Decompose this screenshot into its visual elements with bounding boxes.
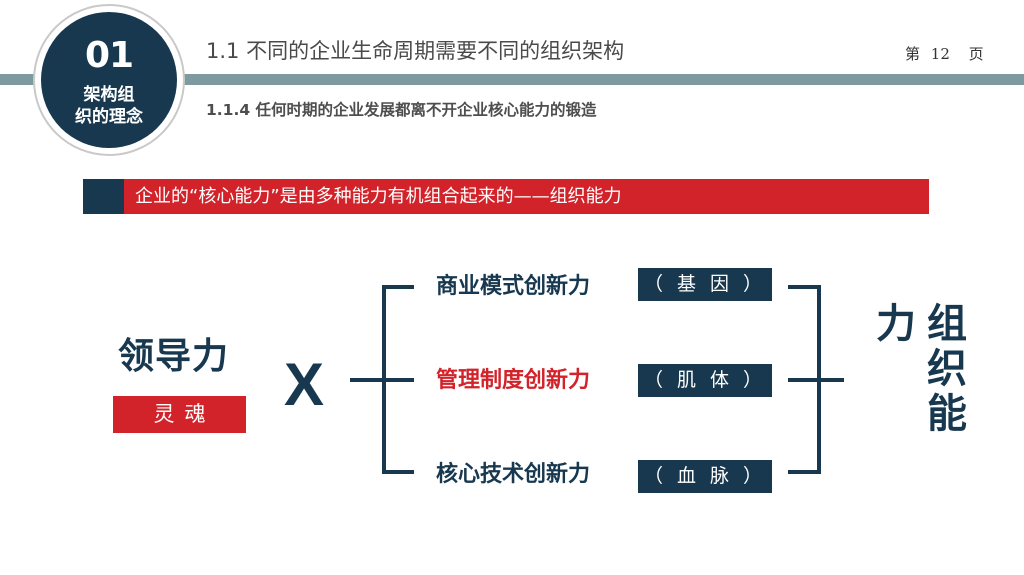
right-bracket-top-arm <box>788 285 820 289</box>
leadership-label: 灵魂 <box>153 402 216 426</box>
left-bracket-stem <box>350 378 384 382</box>
tag-blood: （ 血 脉 ） <box>638 460 772 493</box>
right-bracket-mid-arm <box>788 378 820 382</box>
leadership-title: 领导力 <box>118 336 230 377</box>
page-prefix: 第 <box>905 45 921 63</box>
banner-text: 企业的“核心能力”是由多种能力有机组合起来的——组织能力 <box>135 186 622 207</box>
result-char-li: 力 <box>876 301 916 347</box>
left-bracket-mid-arm <box>382 378 414 382</box>
section-number: 01 <box>84 35 134 76</box>
banner <box>124 179 929 214</box>
section-name-line2: 织的理念 <box>75 107 143 127</box>
page-number: 12 <box>930 45 950 63</box>
page-subtitle: 1.1.4 任何时期的企业发展都离不开企业核心能力的锻造 <box>206 101 597 119</box>
tag-gene: （ 基 因 ） <box>638 268 772 301</box>
section-badge: 01 架构组 织的理念 <box>41 12 177 148</box>
leadership-label-box <box>113 396 246 433</box>
item-management-system: 管理制度创新力 <box>436 368 591 393</box>
result-char-neng: 能 <box>927 391 967 437</box>
page-suffix: 页 <box>968 45 984 63</box>
right-bracket-bottom-arm <box>788 470 820 474</box>
section-name-line1: 架构组 <box>83 85 135 105</box>
result-char-zhi: 织 <box>927 346 967 392</box>
left-bracket-top-arm <box>382 285 414 289</box>
multiply-sign: X <box>284 351 325 418</box>
banner-accent <box>83 179 124 214</box>
page-number-indicator: 第 12 页 <box>905 43 984 64</box>
result-char-zu: 组 <box>927 301 967 347</box>
item-business-model: 商业模式创新力 <box>436 274 591 299</box>
left-bracket-bottom-arm <box>382 470 414 474</box>
page-title: 1.1 不同的企业生命周期需要不同的组织架构 <box>206 39 625 63</box>
right-bracket-stem <box>817 378 844 382</box>
tag-body: （ 肌 体 ） <box>638 364 772 397</box>
item-core-technology: 核心技术创新力 <box>436 462 591 487</box>
header-bar <box>0 74 1024 85</box>
